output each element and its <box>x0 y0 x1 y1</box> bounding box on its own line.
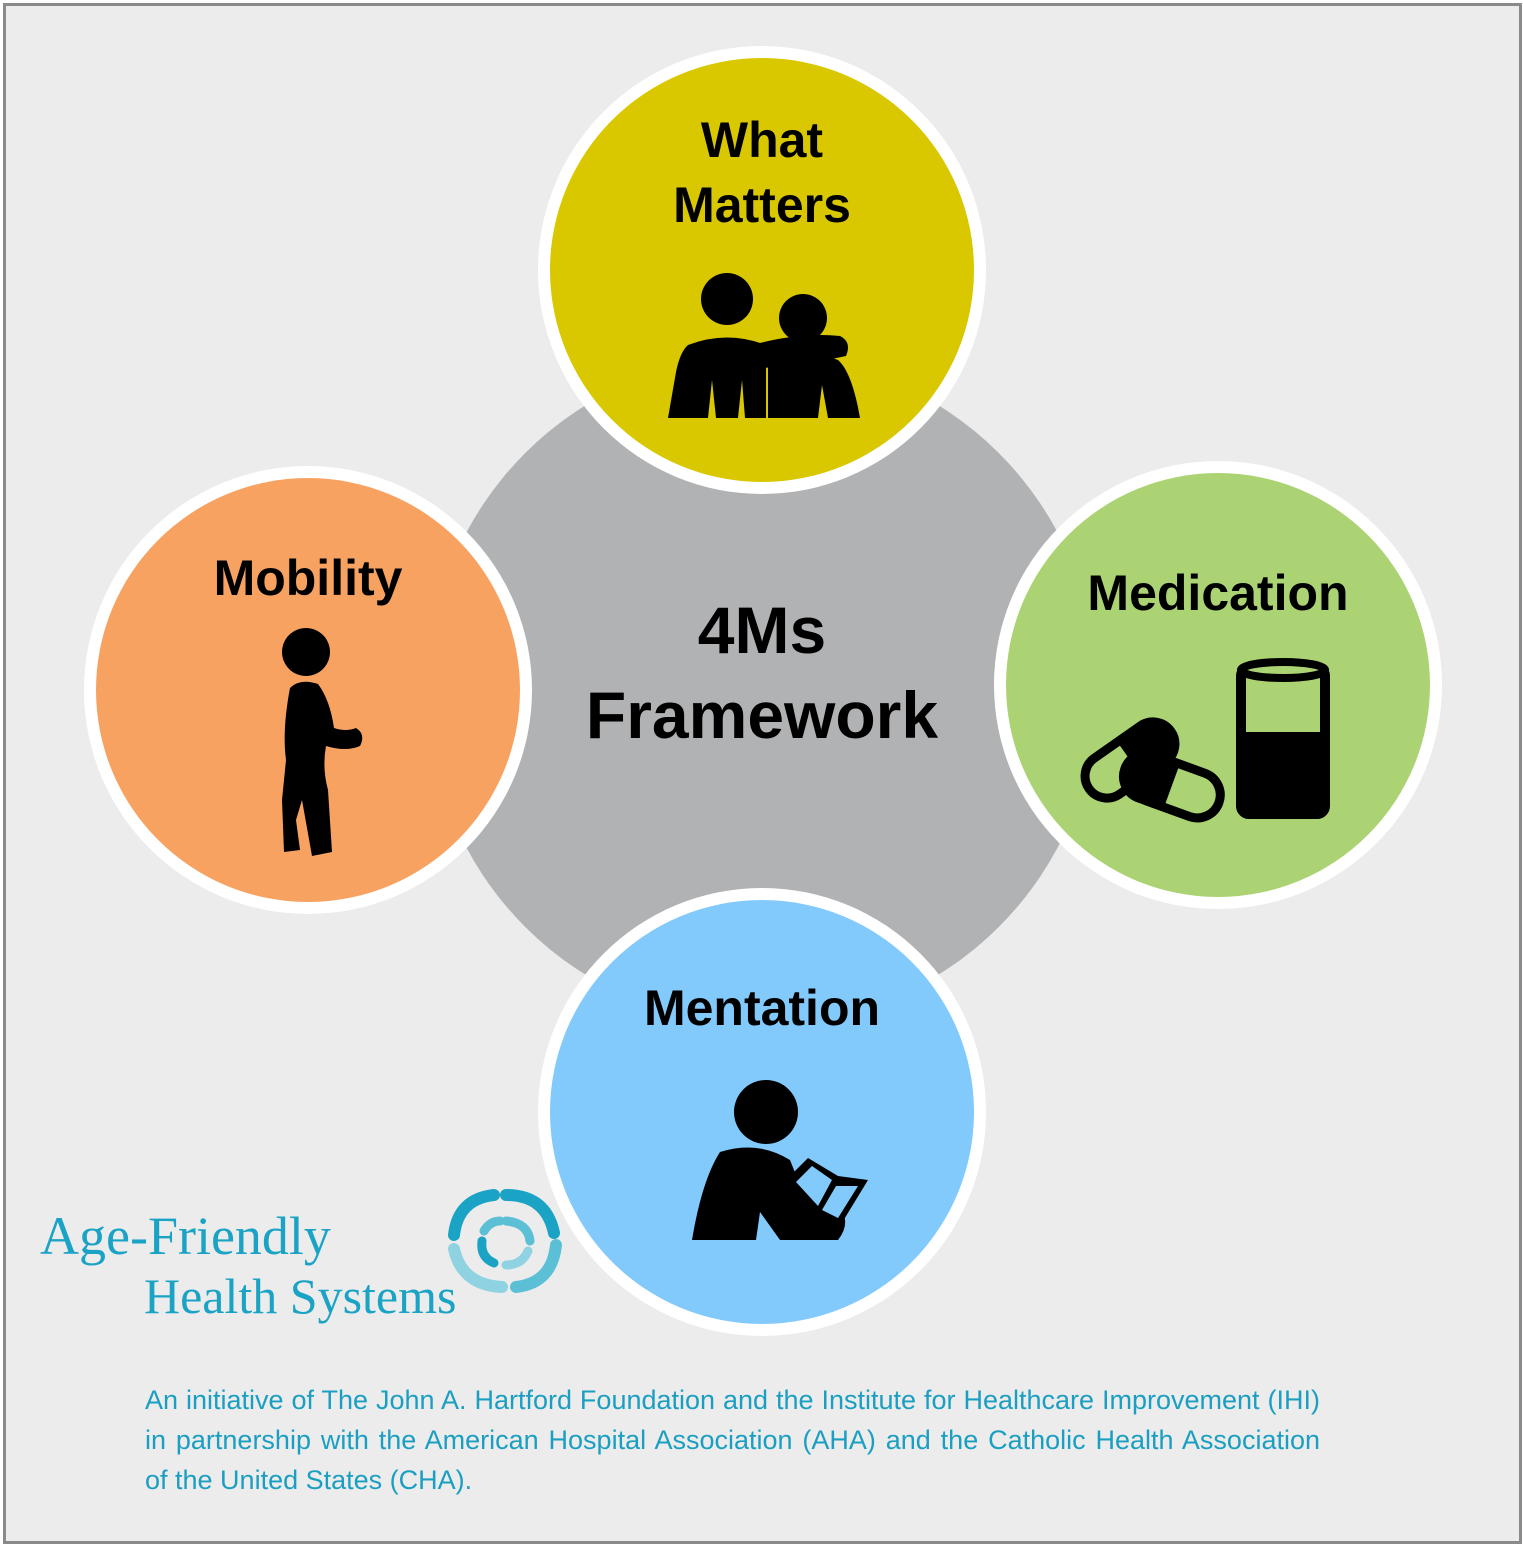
swirl-icon <box>448 1189 562 1293</box>
footer-credit: An initiative of The John A. Hartford Fo… <box>145 1385 1320 1495</box>
mobility-label: Mobility <box>214 550 403 606</box>
medication-fill <box>1006 473 1430 897</box>
mentation-label: Mentation <box>644 980 880 1036</box>
pills-and-glass-icon <box>1080 658 1330 823</box>
medication-label: Medication <box>1087 565 1348 621</box>
two-people-embrace-icon <box>668 273 860 418</box>
logo-line2: Health Systems <box>144 1268 457 1324</box>
age-friendly-logo: Age-Friendly Health Systems <box>40 1185 562 1345</box>
person-walking-icon <box>282 628 363 856</box>
what-matters-label-line1: What <box>701 112 824 168</box>
person-reading-icon <box>692 1080 868 1240</box>
what-matters-label-line2: Matters <box>673 177 851 233</box>
logo-line1: Age-Friendly <box>40 1206 331 1266</box>
center-title-line1: 4Ms <box>698 593 826 667</box>
center-title-line2: Framework <box>586 678 938 752</box>
what-matters-fill <box>550 58 974 482</box>
center-circle <box>427 355 1097 1025</box>
